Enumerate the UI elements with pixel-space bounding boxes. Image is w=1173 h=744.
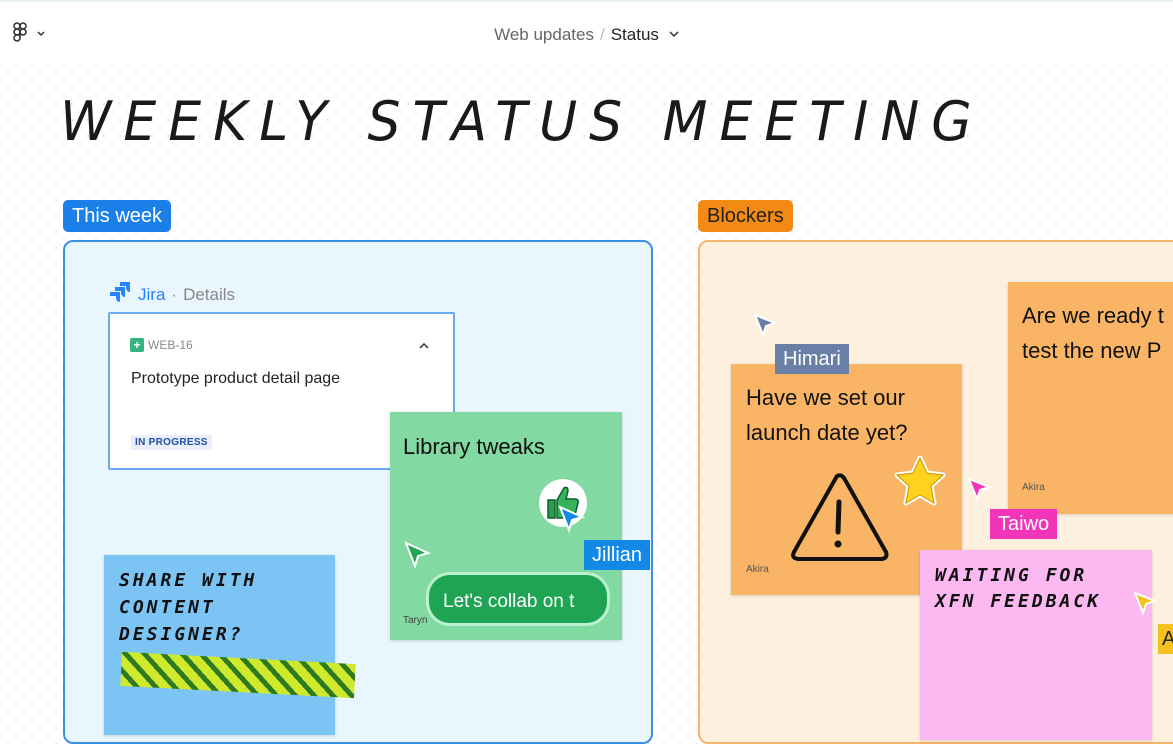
- jira-app-name: Jira: [138, 284, 166, 304]
- sticky-text: WAITING FOR XFN FEEDBACK: [935, 565, 1102, 612]
- jira-logo-icon: [110, 282, 132, 307]
- top-toolbar: Web updates / Status: [0, 0, 1173, 64]
- section-label-blockers[interactable]: Blockers: [698, 200, 793, 232]
- jira-details-label: Details: [183, 284, 236, 304]
- sticky-text-line-1: Are we ready t: [1022, 303, 1164, 328]
- issue-key: + WEB-16: [130, 338, 193, 352]
- warning-icon[interactable]: [787, 470, 891, 569]
- sticky-note-share[interactable]: SHARE WITH CONTENT DESIGNER?: [104, 555, 335, 735]
- chevron-up-icon[interactable]: [419, 338, 429, 352]
- issue-key-label: WEB-16: [148, 338, 193, 352]
- jira-widget-header: Jira · Details: [110, 282, 235, 307]
- breadcrumb: Web updates / Status: [0, 23, 1173, 45]
- cursor-label-taiwo: Taiwo: [990, 509, 1058, 539]
- cursor-arrow-icon: [403, 540, 433, 575]
- chat-bubble[interactable]: Let's collab on t: [426, 572, 610, 626]
- issue-title: Prototype product detail page: [131, 370, 341, 387]
- cursor-label-himari: Himari: [775, 344, 849, 374]
- sticky-author: Taryn: [403, 615, 428, 626]
- cursor-label-a: A: [1158, 624, 1173, 654]
- breadcrumb-separator: /: [599, 25, 605, 44]
- jira-separator: ·: [171, 284, 178, 304]
- cursor-arrow-icon: [752, 312, 780, 345]
- board-title: WEEKLY STATUS MEETING: [60, 90, 984, 154]
- sticky-note-ready-to-test[interactable]: Are we ready t test the new P Akira: [1008, 282, 1173, 514]
- chevron-down-icon[interactable]: [669, 23, 679, 43]
- sticky-note-waiting-feedback[interactable]: WAITING FOR XFN FEEDBACK: [920, 550, 1152, 740]
- sticky-text: Library tweaks: [403, 434, 545, 459]
- status-badge: IN PROGRESS: [131, 435, 212, 450]
- sticky-text: Have we set our launch date yet?: [746, 385, 908, 445]
- cursor-arrow-icon: [557, 504, 587, 539]
- sticky-text-line-2: test the new P: [1022, 338, 1162, 363]
- sticky-text: SHARE WITH CONTENT DESIGNER?: [119, 570, 258, 645]
- figma-logo-icon[interactable]: [12, 22, 46, 44]
- sticky-author: Akira: [746, 564, 769, 575]
- cursor-arrow-icon: [966, 476, 994, 509]
- cursor-arrow-icon: [1132, 590, 1160, 623]
- file-name[interactable]: Web updates: [494, 25, 594, 44]
- page-name[interactable]: Status: [610, 25, 659, 44]
- jira-issue-card[interactable]: + WEB-16 Prototype product detail page I…: [108, 312, 455, 470]
- cursor-label-jillian: Jillian: [584, 540, 651, 570]
- star-icon[interactable]: [892, 455, 948, 514]
- story-type-icon: +: [130, 338, 144, 352]
- section-label-this-week[interactable]: This week: [63, 200, 172, 232]
- sticky-author: Akira: [1022, 482, 1045, 493]
